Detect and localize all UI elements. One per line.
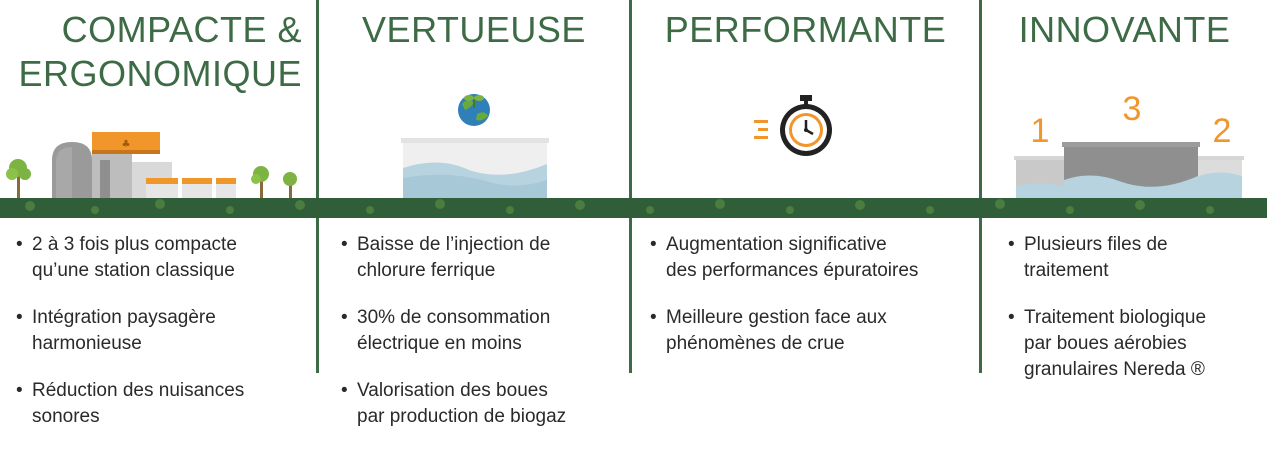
treatment-plant-illustration: ♣: [6, 132, 297, 200]
bullet-line: Augmentation significative: [666, 234, 887, 255]
bullet-line: Intégration paysagère: [32, 307, 216, 328]
bullet-line: 30% de consommation: [357, 307, 551, 328]
tree-icon: [6, 159, 31, 200]
bullet-line: sonores: [32, 406, 100, 427]
bullet-line: Meilleure gestion face aux: [666, 307, 887, 328]
list-item: Baisse de l’injection de chlorure ferriq…: [341, 232, 629, 284]
column-title: VERTUEUSE: [319, 8, 629, 52]
title-line: VERTUEUSE: [362, 9, 586, 50]
podium-tanks-illustration: 1 3 2: [1014, 90, 1244, 200]
column-divider: [316, 218, 319, 373]
svg-text:♣: ♣: [122, 139, 131, 150]
column-divider: [979, 0, 982, 200]
column-title: PERFORMANTE: [632, 8, 979, 52]
bullet-line: électrique en moins: [357, 333, 522, 354]
column-innovante: INNOVANTE 1 3 2 Plusieurs files de trait…: [982, 0, 1267, 473]
bullet-list: Augmentation significative des performan…: [650, 232, 979, 378]
list-item: Intégration paysagère harmonieuse: [16, 305, 312, 357]
list-item: Meilleure gestion face aux phénomènes de…: [650, 305, 979, 357]
tank-illustration: [401, 94, 549, 200]
globe-sprout-icon: [458, 94, 490, 126]
list-item: Réduction des nuisances sonores: [16, 378, 312, 430]
bullet-line: harmonieuse: [32, 333, 142, 354]
column-compacte: COMPACTE & ERGONOMIQUE ♣: [0, 0, 316, 473]
grass-strip: [0, 198, 1267, 218]
list-item: Augmentation significative des performan…: [650, 232, 979, 284]
column-divider: [629, 218, 632, 373]
list-item: Traitement biologique par boues aérobies…: [1008, 305, 1267, 383]
tree-icon: [283, 172, 297, 200]
podium-number: 3: [1123, 90, 1142, 128]
stopwatch-icon: [754, 95, 832, 156]
bullet-list: 2 à 3 fois plus compacte qu’une station …: [16, 232, 312, 451]
column-vertueuse: VERTUEUSE Baisse de l’injection de chlor…: [319, 0, 629, 473]
title-line: PERFORMANTE: [664, 9, 947, 50]
bullet-line: granulaires Nereda ®: [1024, 359, 1205, 380]
tree-icon: [251, 166, 269, 200]
title-line: INNOVANTE: [1018, 9, 1231, 50]
title-line: COMPACTE &: [61, 9, 302, 50]
bullet-line: chlorure ferrique: [357, 260, 496, 281]
column-title: COMPACTE & ERGONOMIQUE: [0, 8, 316, 96]
bullet-line: Plusieurs files de: [1024, 234, 1168, 255]
bullet-line: 2 à 3 fois plus compacte: [32, 234, 237, 255]
list-item: Valorisation des boues par production de…: [341, 378, 629, 430]
bullet-line: par production de biogaz: [357, 406, 567, 427]
column-divider: [629, 0, 632, 200]
bullet-line: des performances épuratoires: [666, 260, 919, 281]
column-performante: PERFORMANTE Augm: [632, 0, 979, 473]
bullet-line: Réduction des nuisances: [32, 380, 245, 401]
list-item: 2 à 3 fois plus compacte qu’une station …: [16, 232, 312, 284]
column-divider: [316, 0, 319, 200]
title-line: ERGONOMIQUE: [18, 53, 302, 94]
bullet-line: phénomènes de crue: [666, 333, 845, 354]
bullet-line: par boues aérobies: [1024, 333, 1187, 354]
list-item: 30% de consommation électrique en moins: [341, 305, 629, 357]
bullet-line: Valorisation des boues: [357, 380, 548, 401]
bullet-list: Plusieurs files de traitement Traitement…: [1008, 232, 1267, 404]
bullet-line: qu’une station classique: [32, 260, 235, 281]
bullet-line: Baisse de l’injection de: [357, 234, 551, 255]
bullet-line: traitement: [1024, 260, 1109, 281]
bullet-list: Baisse de l’injection de chlorure ferriq…: [341, 232, 629, 451]
list-item: Plusieurs files de traitement: [1008, 232, 1267, 284]
bullet-line: Traitement biologique: [1024, 307, 1207, 328]
column-divider: [979, 218, 982, 373]
column-title: INNOVANTE: [982, 8, 1267, 52]
podium-number: 2: [1213, 112, 1232, 150]
stopwatch-illustration: [754, 95, 832, 156]
podium-number: 1: [1031, 112, 1050, 150]
